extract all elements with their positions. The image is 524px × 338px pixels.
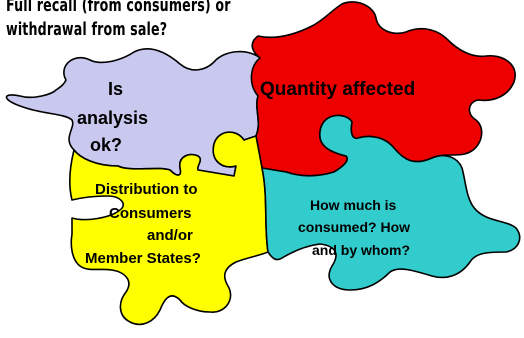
title-line-2: withdrawal from sale? <box>6 19 168 40</box>
quantity-label: Quantity affected <box>260 79 416 100</box>
consumption-label-line-2: consumed? How <box>298 219 411 235</box>
title-line-1: Full recall (from consumers) or <box>6 0 231 16</box>
distribution-label-line-2: Consumers <box>109 205 192 222</box>
distribution-label-line-4: Member States? <box>85 250 201 267</box>
analysis-label-line-2: analysis <box>77 108 149 128</box>
consumption-label-line-3: and by whom? <box>312 242 410 258</box>
consumption-label-line-1: How much is <box>310 197 397 213</box>
analysis-label-line-3: ok? <box>90 135 123 155</box>
distribution-label-line-1: Distribution to <box>95 181 198 198</box>
distribution-puzzle-piece <box>69 131 269 326</box>
consumption-puzzle-piece <box>261 114 521 291</box>
analysis-label-line-1: Is <box>108 79 124 99</box>
distribution-label-line-3: and/or <box>147 227 193 244</box>
